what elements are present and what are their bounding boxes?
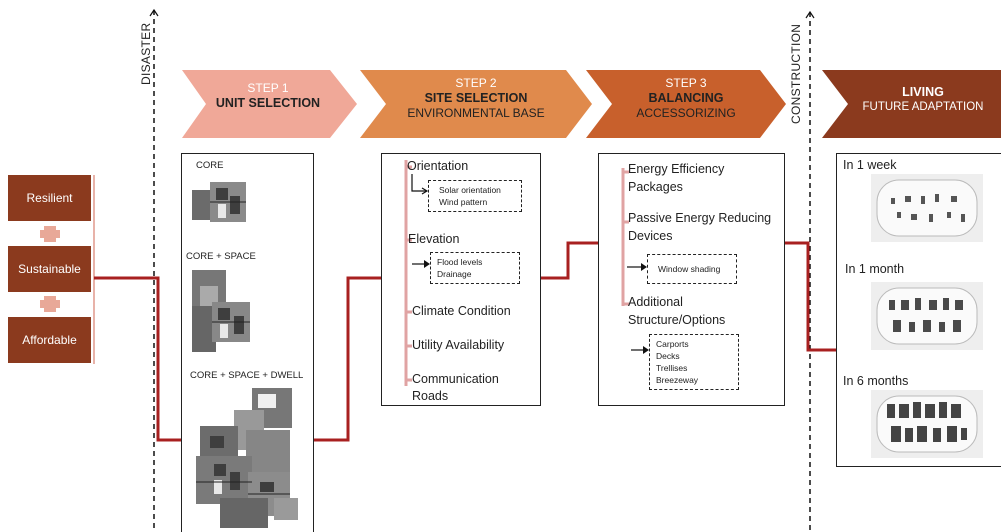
site-plan-six-months-image — [871, 390, 983, 458]
quality-affordable: Affordable — [8, 317, 91, 363]
core-space-floorplan-image — [192, 270, 250, 352]
living-panel: In 1 week In 1 month In 6 months — [836, 153, 1001, 467]
core-floorplan-image — [192, 182, 246, 222]
additional-structure: Additional — [628, 295, 683, 309]
site-orientation: Orientation — [407, 159, 469, 173]
step-title: SITE SELECTION — [424, 91, 528, 105]
unit-label: CORE + SPACE + DWELL — [190, 370, 304, 381]
detail-item: Drainage — [437, 269, 472, 279]
step-number: STEP 3 — [665, 76, 707, 90]
step3-chevron — [586, 70, 786, 138]
living-chevron — [822, 70, 1001, 138]
detail-item: Trellises — [656, 363, 688, 373]
detail-item: Solar orientation — [439, 185, 501, 195]
step2-header: STEP 2 SITE SELECTION ENVIRONMENTAL BASE — [386, 76, 566, 121]
energy-efficiency-packages: Packages — [628, 180, 683, 194]
period-label: In 1 week — [843, 158, 897, 172]
detail-item: Window shading — [658, 264, 721, 274]
detail-item: Decks — [656, 351, 680, 361]
site-plan-week-image — [871, 174, 983, 242]
living-header: LIVING FUTURE ADAPTATION — [848, 85, 998, 115]
quality-sustainable: Sustainable — [8, 246, 91, 292]
construction-label: CONSTRUCTION — [789, 23, 803, 124]
period-label: In 1 month — [845, 262, 905, 276]
step-subtitle: ACCESSORIZING — [636, 106, 736, 120]
quality-resilient: Resilient — [8, 175, 91, 221]
detail-item: Breezeway — [656, 375, 699, 385]
energy-efficiency: Energy Efficiency — [628, 162, 725, 176]
balancing-panel: Energy Efficiency Packages Passive Energ… — [598, 153, 785, 406]
step-title: UNIT SELECTION — [215, 96, 321, 110]
connector-line — [94, 276, 185, 442]
site-elevation: Elevation — [408, 232, 460, 246]
elevation-details-box: Flood levels Drainage — [430, 252, 520, 284]
detail-item: Flood levels — [437, 257, 483, 267]
step-number: STEP 2 — [455, 76, 497, 90]
step-title: BALANCING — [648, 91, 724, 105]
construction-arrow — [805, 10, 815, 19]
additional-structure-options: Structure/Options — [628, 313, 726, 327]
unit-label: CORE — [196, 160, 224, 171]
unit-selection-panel: CORE CORE + SPACE CORE + SPACE + DWELL — [181, 153, 314, 532]
step1-chevron — [182, 70, 357, 138]
passive-energy-devices: Devices — [628, 229, 673, 243]
core-space-dwell-floorplan-image — [196, 388, 298, 528]
step-number: STEP 1 — [247, 81, 289, 95]
site-communication: Communication — [412, 372, 499, 386]
passive-energy: Passive Energy Reducing — [628, 211, 772, 225]
orientation-details-box: Solar orientation Wind pattern — [428, 180, 522, 212]
connector-line — [296, 276, 384, 442]
site-roads: Roads — [412, 389, 449, 403]
disaster-arrow — [149, 8, 159, 17]
detail-item: Wind pattern — [439, 197, 488, 207]
site-selection-panel: Orientation Solar orientation Wind patte… — [381, 153, 541, 406]
passive-details-box: Window shading — [647, 254, 737, 284]
step-subtitle: ENVIRONMENTAL BASE — [407, 106, 545, 120]
unit-label: CORE + SPACE — [186, 251, 256, 262]
additional-details-box: Carports Decks Trellises Breezeway — [649, 334, 739, 390]
step2-chevron — [360, 70, 592, 138]
connector-line — [785, 241, 836, 352]
site-bracket — [404, 160, 430, 386]
disaster-label: DISASTER — [139, 22, 153, 85]
plus-sign — [40, 226, 60, 242]
balancing-bracket — [621, 168, 649, 354]
site-plan-month-image — [871, 282, 983, 350]
connector-line — [540, 241, 600, 280]
site-climate: Climate Condition — [412, 304, 511, 318]
site-utility: Utility Availability — [412, 338, 505, 352]
plus-sign — [40, 296, 60, 312]
step-subtitle: FUTURE ADAPTATION — [862, 101, 984, 113]
step3-header: STEP 3 BALANCING ACCESSORIZING — [612, 76, 760, 121]
period-label: In 6 months — [843, 374, 909, 388]
detail-item: Carports — [656, 339, 689, 349]
step1-header: STEP 1 UNIT SELECTION — [206, 81, 330, 111]
step-title: LIVING — [902, 85, 944, 99]
